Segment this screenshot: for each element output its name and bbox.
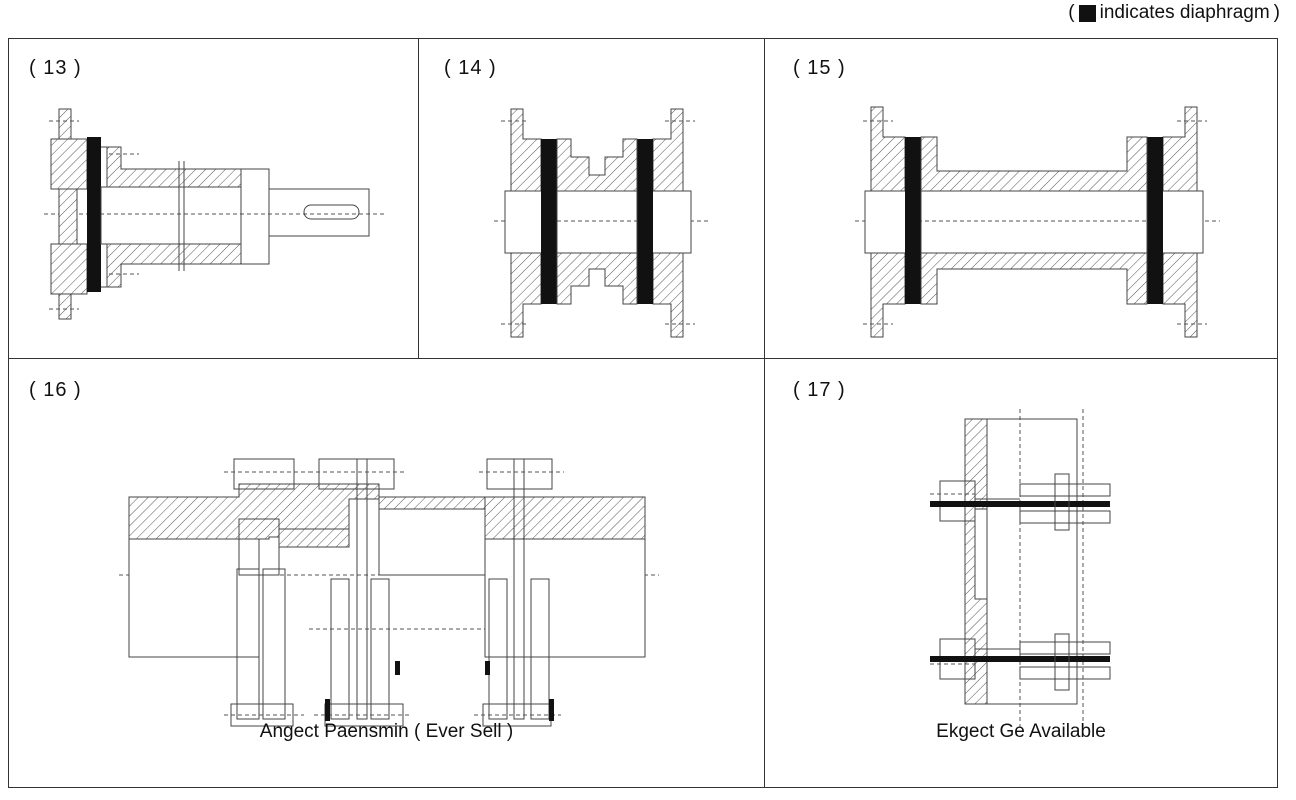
panel-17-caption: Ekgect Ge Available	[936, 721, 1106, 742]
panel-14: ( 14 )	[419, 39, 765, 359]
coupling-15-drawing	[855, 106, 1220, 338]
legend-text: indicates diaphragm	[1099, 2, 1270, 23]
coupling-13-drawing	[44, 108, 384, 320]
panel-17-label: ( 17 )	[793, 379, 846, 401]
panel-16: ( 16 )	[9, 359, 765, 787]
panel-15: ( 15 )	[765, 39, 1277, 359]
panel-14-label: ( 14 )	[444, 57, 497, 79]
panel-13: ( 13 )	[9, 39, 419, 359]
coupling-17-drawing	[930, 409, 1111, 729]
panel-13-label: ( 13 )	[29, 57, 82, 79]
coupling-14-drawing	[494, 108, 709, 338]
coupling-16-drawing	[119, 458, 659, 727]
diagram-grid: ( 13 ) ( 14 )	[8, 38, 1278, 788]
legend-close-paren: )	[1273, 2, 1280, 23]
panel-16-label: ( 16 )	[29, 379, 82, 401]
panel-15-label: ( 15 )	[793, 57, 846, 79]
panel-17: ( 17 ) Ekgect Ge Available	[765, 359, 1277, 787]
legend-note: ( indicates diaphragm )	[1068, 2, 1280, 24]
panel-16-caption: Angect Paensmin ( Ever Sell )	[259, 721, 514, 742]
diaphragm-swatch-icon	[1078, 4, 1096, 22]
legend-open-paren: (	[1068, 2, 1075, 23]
